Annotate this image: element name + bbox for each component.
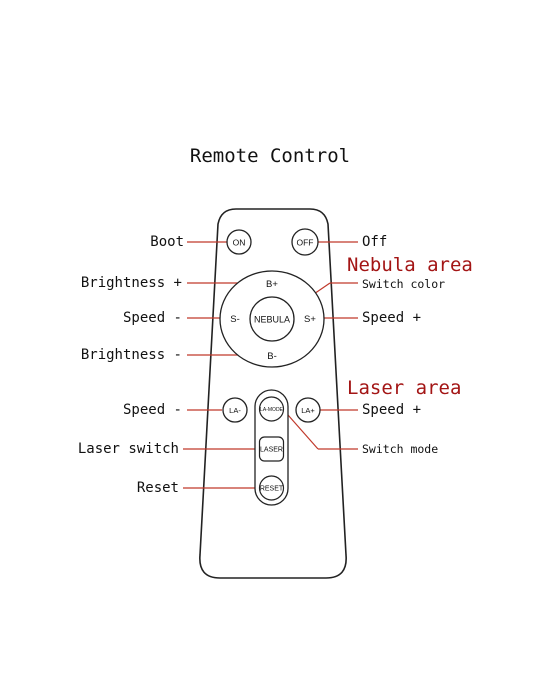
label-boot: Boot bbox=[150, 234, 184, 250]
brightness-plus-button[interactable]: B+ bbox=[266, 279, 278, 290]
laser-speed-plus-button[interactable]: LA+ bbox=[295, 397, 321, 423]
la-plus-label: LA+ bbox=[301, 406, 315, 415]
label-nebula-speed-plus: Speed + bbox=[362, 310, 421, 326]
laser-area-heading: Laser area bbox=[347, 377, 461, 399]
reset-button[interactable]: RESET bbox=[258, 475, 285, 501]
label-switch-mode: Switch mode bbox=[362, 442, 438, 456]
laser-button-label: LASER bbox=[260, 447, 283, 454]
speed-plus-button[interactable]: S+ bbox=[304, 314, 316, 325]
on-button[interactable]: ON bbox=[226, 229, 252, 255]
off-button-label: OFF bbox=[297, 238, 314, 248]
label-laser-speed-minus: Speed - bbox=[123, 402, 182, 418]
diagram-title: Remote Control bbox=[190, 145, 350, 167]
la-mode-label: LA-MODE bbox=[260, 407, 283, 413]
nebula-button[interactable]: NEBULA bbox=[249, 296, 295, 342]
speed-minus-button[interactable]: S- bbox=[230, 314, 240, 325]
on-button-label: ON bbox=[233, 238, 246, 248]
label-laser-switch: Laser switch bbox=[78, 441, 179, 457]
label-reset: Reset bbox=[137, 480, 179, 496]
laser-button[interactable]: LASER bbox=[258, 436, 285, 462]
la-minus-label: LA- bbox=[229, 406, 241, 415]
label-laser-speed-plus: Speed + bbox=[362, 402, 421, 418]
label-brightness-plus: Brightness + bbox=[81, 275, 182, 291]
label-switch-color: Switch color bbox=[362, 277, 445, 291]
label-off: Off bbox=[362, 234, 387, 250]
nebula-area-heading: Nebula area bbox=[347, 254, 473, 276]
la-mode-button[interactable]: LA-MODE bbox=[258, 396, 285, 422]
laser-speed-minus-button[interactable]: LA- bbox=[222, 397, 248, 423]
brightness-minus-button[interactable]: B- bbox=[267, 351, 277, 362]
label-nebula-speed-minus: Speed - bbox=[123, 310, 182, 326]
off-button[interactable]: OFF bbox=[291, 228, 319, 256]
reset-button-label: RESET bbox=[260, 486, 284, 493]
label-brightness-minus: Brightness - bbox=[81, 347, 182, 363]
nebula-button-label: NEBULA bbox=[254, 315, 290, 325]
